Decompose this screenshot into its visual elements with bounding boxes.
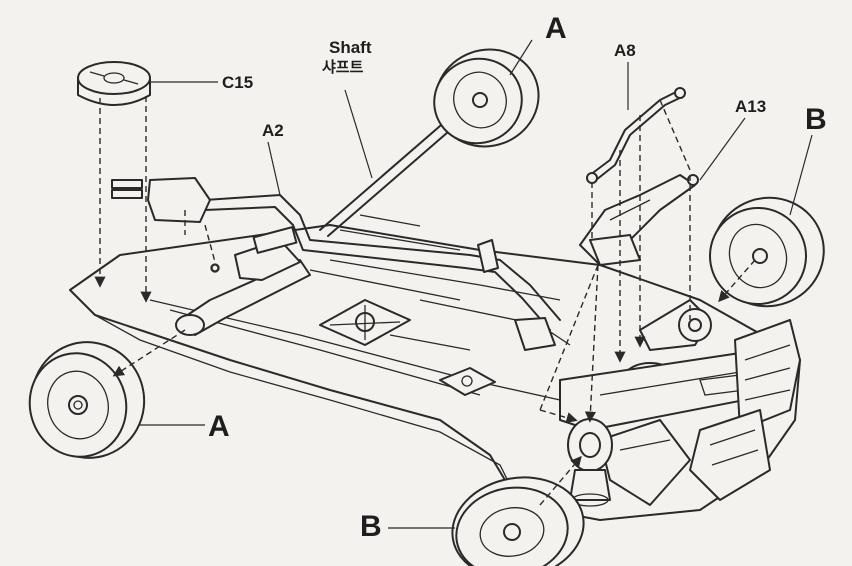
label-a-left: A [208,410,230,443]
suspension-arm-a13 [579,174,699,266]
part-c15 [77,61,151,106]
suspension-arm-a8 [586,87,686,184]
label-c15: C15 [222,73,254,92]
label-a-top: A [545,12,567,45]
label-b-bottom: B [360,510,382,543]
label-shaft: Shaft [329,38,372,57]
assembly-guides [94,96,756,506]
leader-lines [140,39,813,529]
front-hub [175,314,205,336]
wheel-right-b [709,196,825,308]
label-b-right: B [805,103,827,136]
rear-axle [559,299,801,506]
wheel-top-a [433,48,540,148]
label-a2: A2 [262,121,284,140]
label-a8: A8 [614,41,636,60]
label-a13: A13 [735,97,767,116]
wheel-left-a [28,341,146,459]
rear-hub [567,418,613,507]
label-shaft-korean: 샤프트 [322,58,364,76]
exhaust-pipes-a2 [111,177,561,351]
center-mount [319,299,496,396]
wheel-bottom-b [451,476,585,566]
